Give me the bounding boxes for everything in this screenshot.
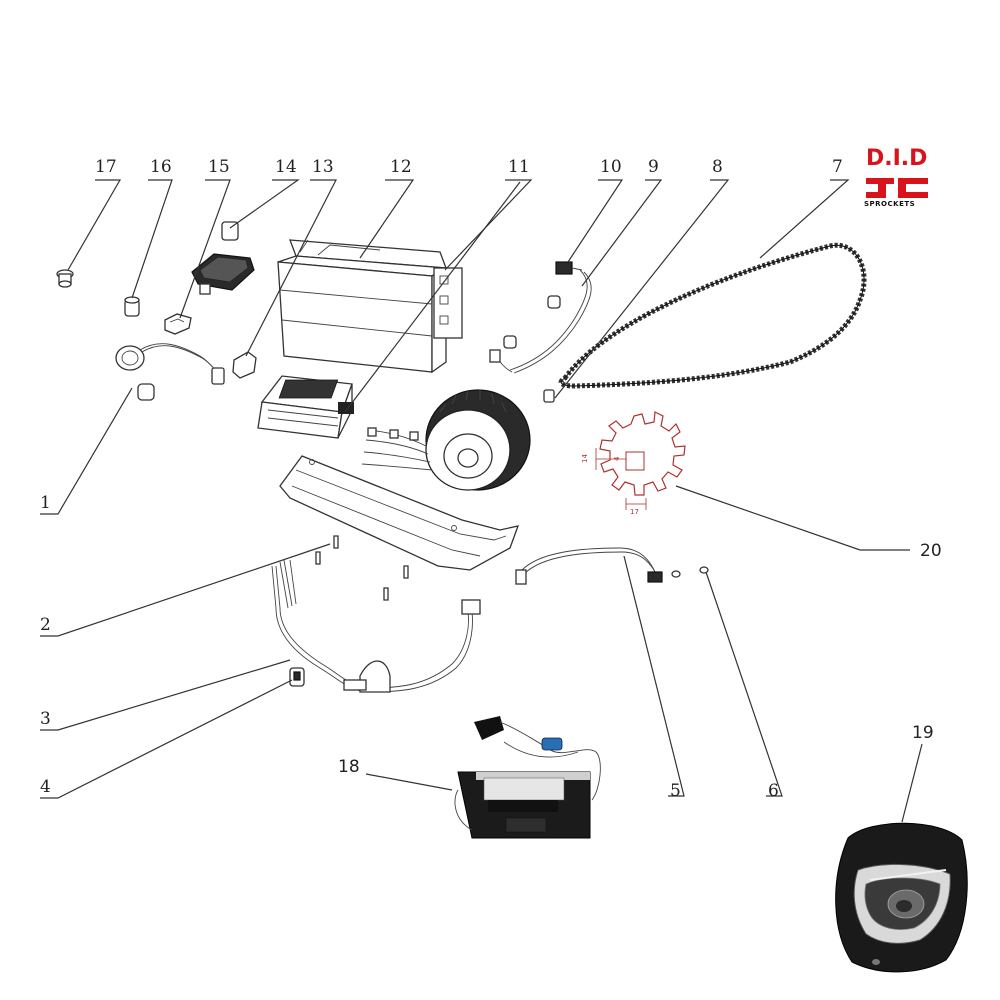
callout-15: 15 bbox=[208, 157, 230, 177]
callout-9: 9 bbox=[648, 157, 659, 177]
callout-14: 14 bbox=[275, 157, 297, 177]
part-chain-7 bbox=[558, 242, 867, 389]
part-throttle-1 bbox=[115, 343, 225, 401]
part-nuts-6 bbox=[671, 566, 709, 578]
sprocket-dim-17: 17 bbox=[630, 508, 639, 516]
callout-10: 10 bbox=[600, 157, 622, 177]
part-pad-13 bbox=[232, 351, 257, 379]
logo-subtitle: SPROCKETS bbox=[864, 200, 915, 208]
part-cable-9 bbox=[489, 269, 592, 374]
callout-7: 7 bbox=[832, 157, 843, 177]
callout-17: 17 bbox=[95, 157, 117, 177]
callout-16: 16 bbox=[150, 157, 172, 177]
part-headlight-19 bbox=[835, 822, 968, 973]
part-skid-plate bbox=[279, 455, 520, 571]
callout-1: 1 bbox=[40, 493, 51, 513]
leader-lines bbox=[40, 179, 923, 823]
part-cap-16 bbox=[124, 296, 140, 317]
callout-18: 18 bbox=[338, 757, 360, 777]
part-switch-15 bbox=[164, 313, 192, 335]
logo-title: D.I.D bbox=[866, 146, 927, 171]
did-sprockets-logo: D.I.D SPROCKETS bbox=[864, 146, 928, 208]
callout-11: 11 bbox=[508, 157, 530, 177]
part-sprocket-20: 14 4 17 bbox=[581, 411, 686, 516]
part-harness-3 bbox=[271, 559, 481, 693]
sprocket-dim-4: 4 bbox=[613, 456, 621, 461]
callout-5: 5 bbox=[670, 781, 681, 801]
part-charger-18 bbox=[454, 716, 601, 839]
logo-mark-icon bbox=[866, 178, 928, 198]
callout-6: 6 bbox=[768, 781, 779, 801]
callout-3: 3 bbox=[40, 709, 51, 729]
callout-13: 13 bbox=[312, 157, 334, 177]
part-clip-4 bbox=[289, 667, 305, 687]
part-battery-12 bbox=[277, 239, 463, 374]
part-controller-11 bbox=[257, 375, 354, 439]
part-bolts-2 bbox=[315, 535, 409, 601]
callout-12: 12 bbox=[390, 157, 412, 177]
callout-labels: 17 16 15 14 13 12 11 10 9 8 7 1 2 3 4 5 … bbox=[40, 157, 942, 801]
part-connector-10 bbox=[547, 261, 583, 309]
callout-4: 4 bbox=[40, 777, 51, 797]
part-display-14 bbox=[191, 221, 255, 295]
part-button-17 bbox=[56, 269, 74, 288]
callout-8: 8 bbox=[712, 157, 723, 177]
callout-19: 19 bbox=[912, 723, 934, 743]
callout-2: 2 bbox=[40, 615, 51, 635]
callout-20: 20 bbox=[920, 541, 942, 561]
part-sensor-cable-5 bbox=[515, 547, 663, 585]
part-motor-8 bbox=[361, 389, 555, 491]
sprocket-dim-14: 14 bbox=[581, 454, 589, 463]
